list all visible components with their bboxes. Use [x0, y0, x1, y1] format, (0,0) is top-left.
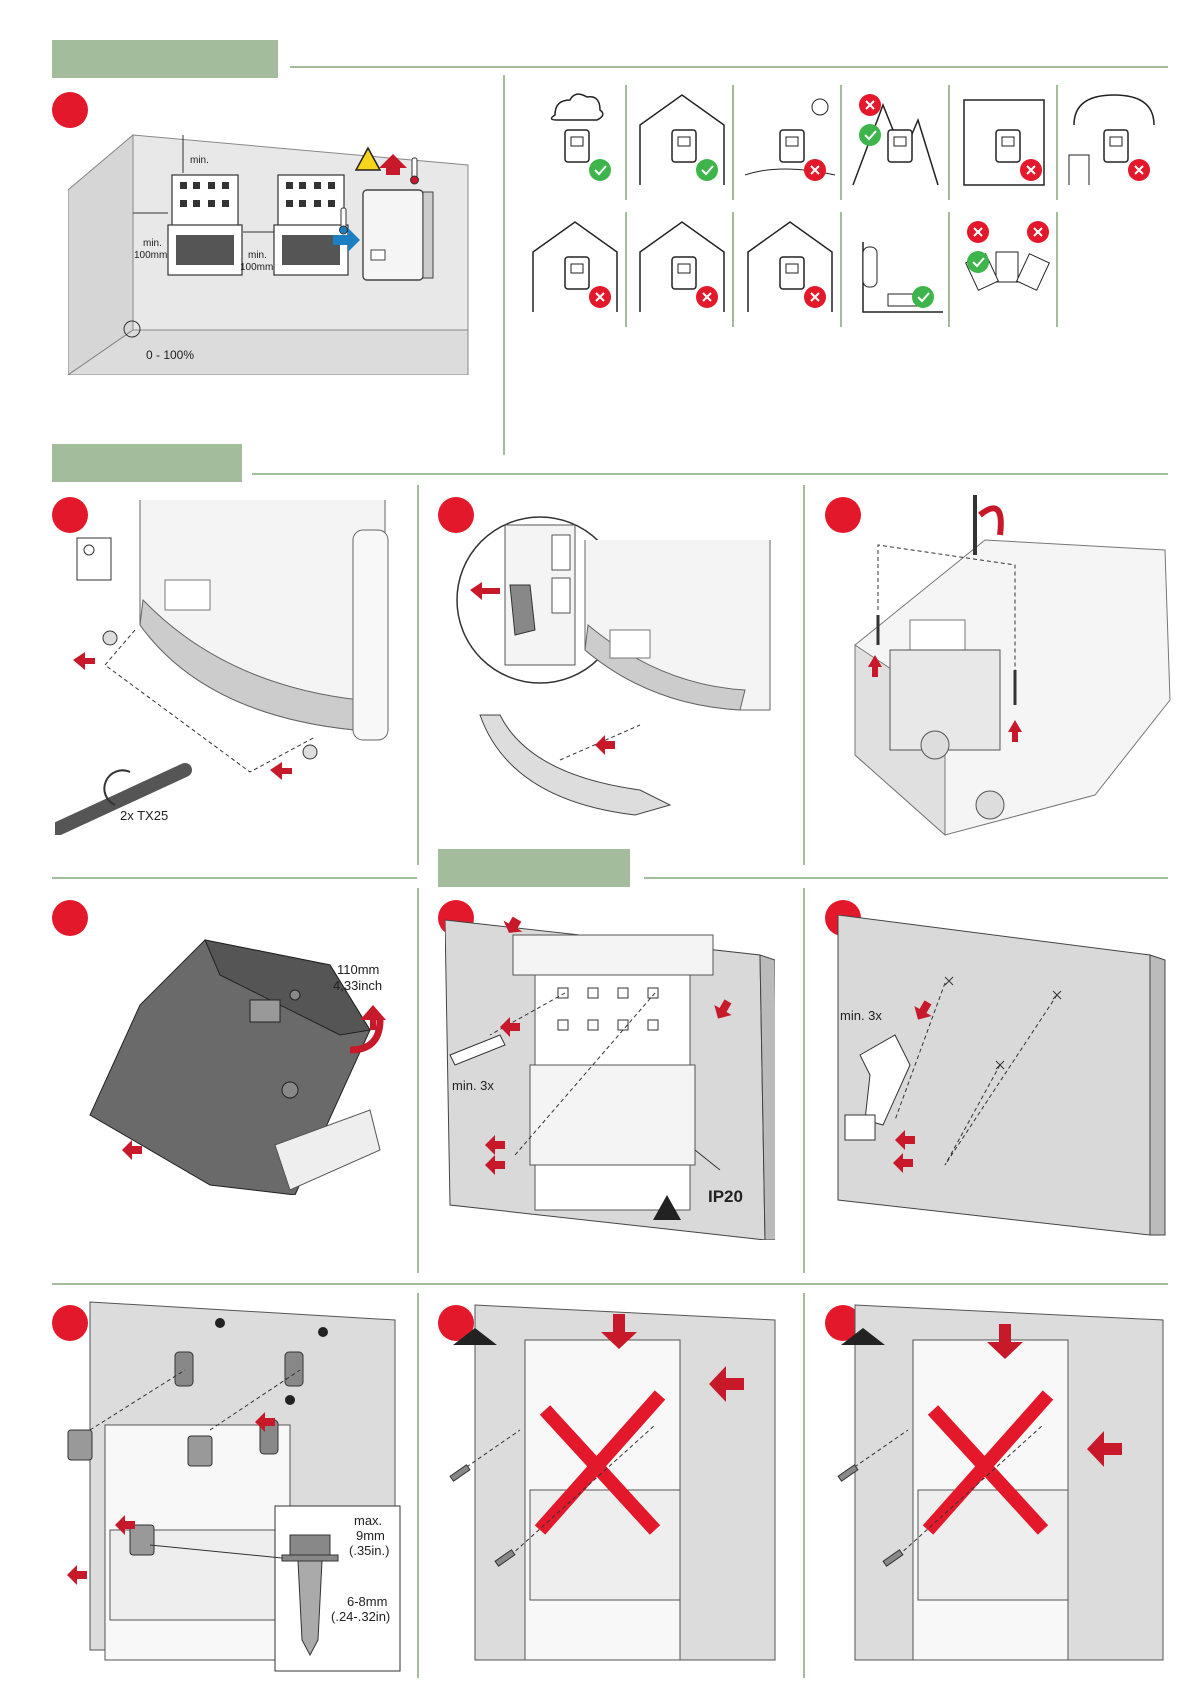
env-icon-orientation [956, 212, 1056, 324]
section-divider [52, 877, 417, 879]
diameter-in: (.24-.32in) [331, 1609, 390, 1624]
column-divider [417, 485, 419, 865]
deform-warning-illustration-b [833, 1300, 1173, 1675]
env-icon-altitude [848, 85, 948, 197]
icon-separator [625, 85, 627, 200]
env-icon-indoor-ambient [632, 85, 732, 197]
clearance-label-mid-value: 100mm [240, 262, 273, 273]
tool-label: 2x TX25 [120, 808, 168, 823]
column-divider [803, 888, 805, 1273]
column-divider [803, 1293, 805, 1678]
max-head-label: max. [354, 1513, 382, 1528]
section-header-opening [52, 444, 242, 482]
env-icon-dust [1064, 85, 1164, 197]
diameter-mm: 6-8mm [347, 1594, 387, 1609]
clearance-label-mid: min. [248, 250, 267, 261]
lift-distance-mm: 110mm [337, 962, 379, 977]
env-icon-livestock [956, 85, 1056, 197]
section-divider [252, 473, 1168, 475]
clearance-label-left: min. [143, 238, 162, 249]
section-divider [644, 877, 1168, 879]
section-header-mounting [438, 849, 630, 887]
column-divider [803, 485, 805, 865]
clearance-illustration [68, 130, 473, 375]
drill-count: min. 3x [840, 1008, 882, 1023]
icon-separator [948, 85, 950, 200]
icon-separator [840, 212, 842, 327]
env-icon-living-room [525, 212, 625, 324]
env-icon-flammable-dust [632, 212, 732, 324]
column-divider [503, 75, 505, 455]
max-head-mm: 9mm [356, 1528, 385, 1543]
env-icon-vapour [740, 212, 840, 324]
column-divider [417, 888, 419, 1273]
deform-warning-illustration-a [445, 1300, 785, 1675]
env-icon-rain-covered [525, 85, 625, 197]
env-icon-wall-mount [848, 212, 948, 324]
icon-separator [1056, 212, 1058, 327]
section-header-location [52, 40, 278, 78]
screw-removal-illustration [55, 500, 400, 835]
max-head-in: (.35in.) [349, 1543, 389, 1558]
column-divider [417, 1293, 419, 1678]
section-divider [52, 1283, 1168, 1285]
icon-separator [1056, 85, 1058, 200]
humidity-range: 0 - 100% [146, 348, 194, 362]
step-marker [52, 92, 88, 128]
section-divider [290, 66, 1168, 68]
icon-separator [732, 85, 734, 200]
icon-separator [732, 212, 734, 327]
icon-separator [948, 212, 950, 327]
icon-separator [840, 85, 842, 200]
clearance-label-left-value: 100mm [134, 250, 167, 261]
unscrew-illustration [835, 495, 1175, 845]
drill-illustration [835, 915, 1170, 1240]
marks-count: min. 3x [452, 1078, 494, 1093]
env-icon-direct-sun [740, 85, 840, 197]
clearance-label-top: min. [190, 155, 209, 166]
lift-distance-inch: 4,33inch [333, 978, 382, 993]
cover-removal-illustration [440, 500, 790, 845]
step-marker [52, 900, 88, 936]
ip-rating: IP20 [708, 1187, 743, 1207]
icon-separator [625, 212, 627, 327]
